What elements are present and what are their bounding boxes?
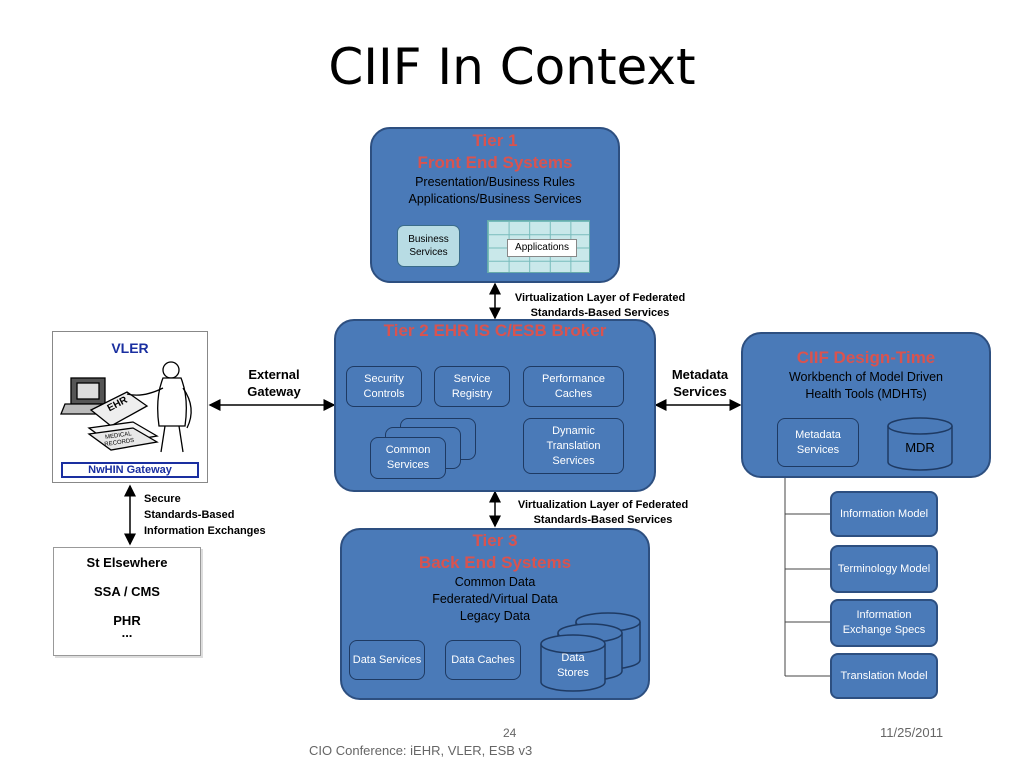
tier3-line2: Federated/Virtual Data	[432, 592, 558, 606]
partner-ssa-cms: SSA / CMS	[94, 584, 160, 599]
tier3-line3: Legacy Data	[459, 609, 531, 623]
model-box-information: Information Model	[830, 491, 938, 537]
design-time-line1: Workbench of Model Driven	[788, 370, 943, 384]
applications-label: Applications	[507, 239, 577, 257]
common-services-box: Common Services	[370, 437, 446, 479]
data-services-box: Data Services	[349, 640, 425, 680]
performance-caches-box: Performance Caches	[523, 366, 624, 407]
virtualization-label-top: Virtualization Layer of Federated Standa…	[514, 292, 686, 319]
page-number: 24	[503, 726, 517, 740]
tier1-heading2: Front End Systems	[417, 153, 573, 172]
business-services-label: Business Services	[408, 234, 449, 258]
tier3-heading1: Tier 3	[472, 531, 518, 550]
business-services-box: Business Services	[397, 225, 460, 267]
footer-date: 11/25/2011	[880, 725, 944, 740]
tier3-line1: Common Data	[454, 575, 536, 589]
virtualization-label-bottom: Virtualization Layer of Federated Standa…	[517, 499, 689, 526]
tier3-heading2: Back End Systems	[418, 553, 572, 572]
metadata-services-label: Metadata Services	[671, 367, 729, 399]
tier1-line1: Presentation/Business Rules	[415, 175, 575, 189]
slide-title: CIIF In Context	[328, 38, 696, 96]
vler-title: VLER	[111, 340, 149, 356]
design-time-heading: CIIF Design-Time	[796, 348, 936, 367]
external-gateway-label: External Gateway	[247, 367, 301, 399]
data-stores-label: Data Stores	[557, 652, 589, 679]
footer-conference: CIO Conference: iEHR, VLER, ESB v3	[309, 743, 533, 758]
partner-phr: PHR	[113, 613, 141, 628]
tier1-heading1: Tier 1	[472, 131, 518, 150]
mdr-label: MDR	[905, 440, 935, 455]
service-registry-box: Service Registry	[434, 366, 510, 407]
dynamic-translation-box: Dynamic Translation Services	[523, 418, 624, 474]
partner-ellipsis: ...	[121, 625, 133, 640]
design-time-line2: Health Tools (MDHTs)	[805, 387, 927, 401]
data-store-cylinder-front	[540, 644, 606, 692]
security-controls-box: Security Controls	[346, 366, 422, 407]
tier2-heading: Tier 2 EHR IS C/ESB Broker	[383, 321, 607, 340]
vler-illustration	[60, 361, 192, 453]
model-box-terminology: Terminology Model	[830, 545, 938, 593]
partners-box: St Elsewhere SSA / CMS PHR ...	[53, 547, 201, 656]
mdr-cylinder	[887, 417, 953, 471]
vler-gateway-bar: NwHIN Gateway	[61, 462, 199, 478]
tier1-line2: Applications/Business Services	[408, 192, 582, 206]
model-box-exchange-specs: Information Exchange Specs	[830, 599, 938, 647]
data-stores-cylinders	[540, 612, 641, 692]
model-box-translation: Translation Model	[830, 653, 938, 699]
partner-st-elsewhere: St Elsewhere	[86, 555, 168, 570]
metadata-services-box: Metadata Services	[777, 418, 859, 467]
secure-exchanges-label: Secure Standards-Based Information Excha…	[144, 493, 266, 537]
data-caches-box: Data Caches	[445, 640, 521, 680]
vler-image: VLER EHR MEDICAL RECORDS NwHIN Gateway	[52, 331, 208, 483]
